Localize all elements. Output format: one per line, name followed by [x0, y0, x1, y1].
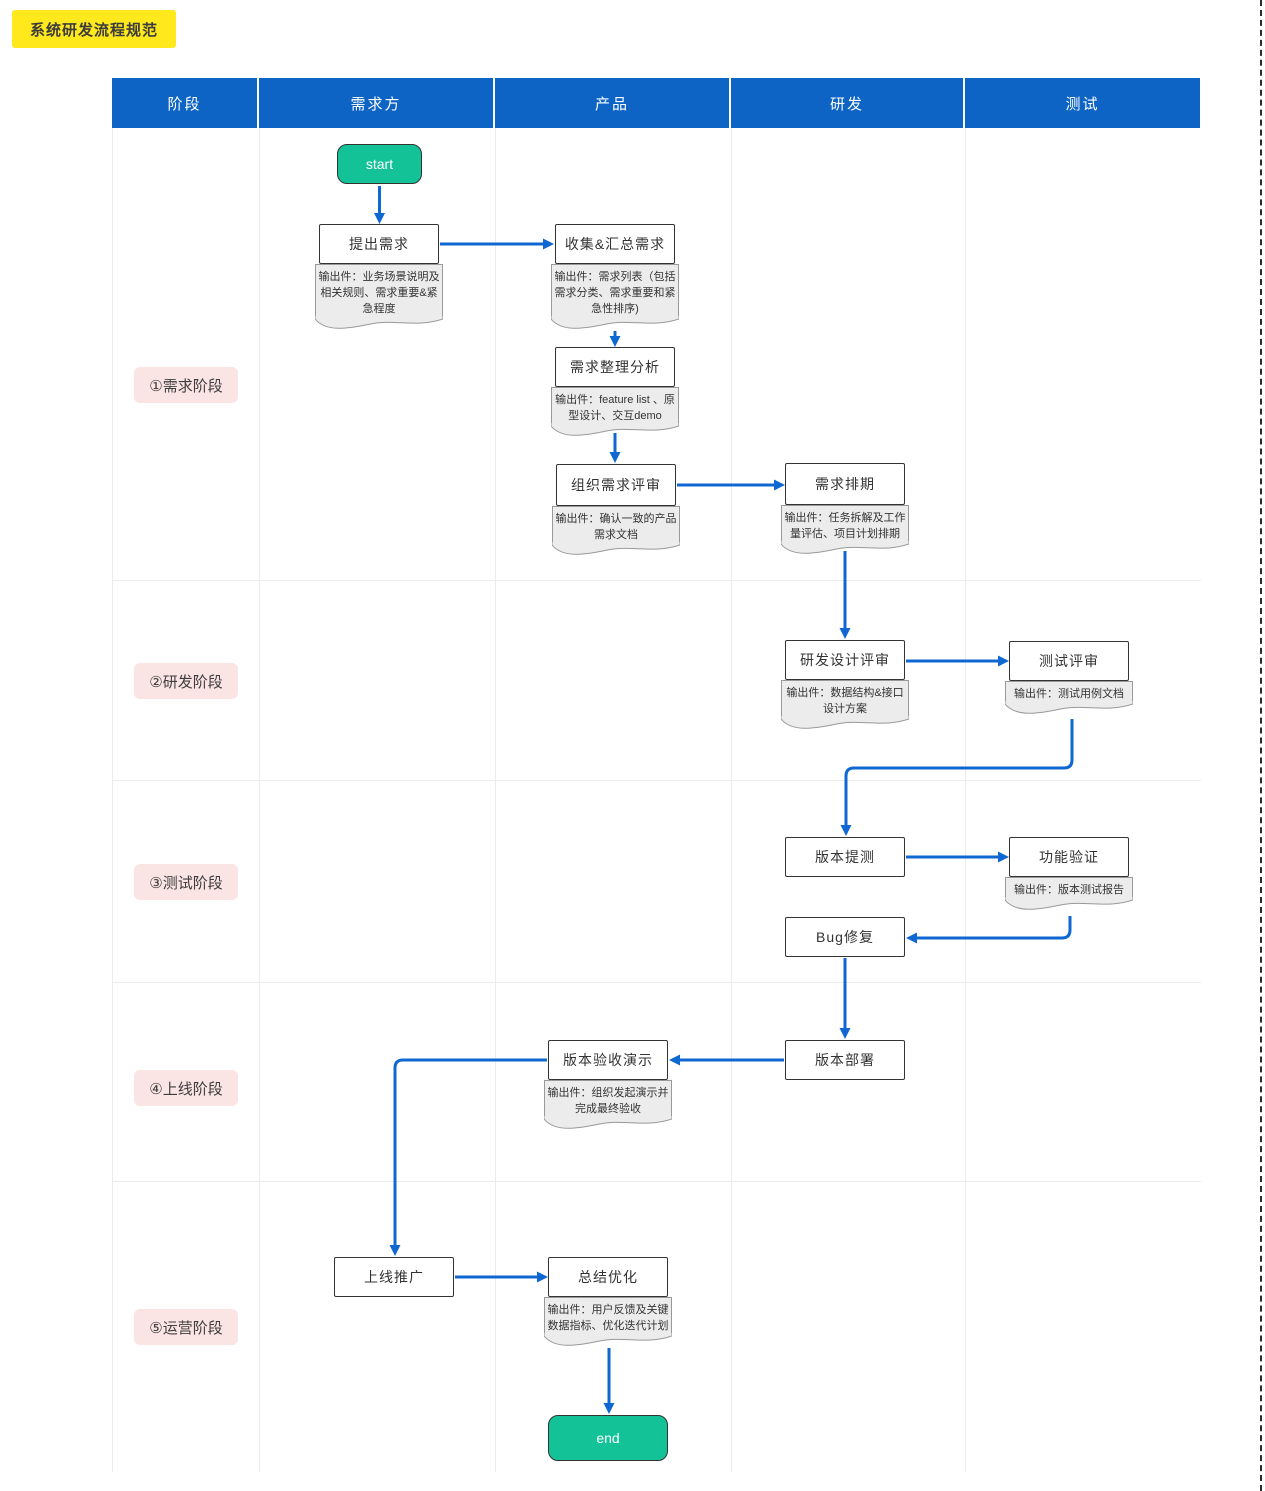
node-requirement-review: 组织需求评审 输出件：确认一致的产品需求文档 [552, 464, 680, 558]
output-note-acceptance-demo: 输出件：组织发起演示并完成最终验收 [544, 1080, 672, 1132]
end-node[interactable]: end [548, 1415, 668, 1461]
flow-box-requirement-schedule[interactable]: 需求排期 [785, 463, 905, 505]
node-launch-promotion: 上线推广 [334, 1257, 454, 1297]
phase-label-launch: ④上线阶段 [134, 1070, 238, 1106]
node-acceptance-demo: 版本验收演示 输出件：组织发起演示并完成最终验收 [544, 1040, 672, 1132]
output-note-requirement-schedule: 输出件：任务拆解及工作量评估、项目计划排期 [781, 505, 909, 557]
note-wave-edge [1005, 897, 1133, 910]
phase-label-dev: ②研发阶段 [134, 663, 238, 699]
lane-header-requester: 需求方 [259, 78, 495, 128]
note-wave-edge [544, 1333, 672, 1346]
lane-header-product: 产品 [495, 78, 731, 128]
node-start: start [337, 144, 422, 184]
node-raise-requirement: 提出需求 输出件：业务场景说明及相关规则、需求重要&紧急程度 [315, 224, 443, 332]
output-note-analyze-requirements: 输出件：feature list 、原型设计、交互demo [551, 387, 679, 439]
flow-box-analyze-requirements[interactable]: 需求整理分析 [555, 347, 675, 387]
flow-box-bug-fix[interactable]: Bug修复 [785, 917, 905, 957]
node-version-deploy: 版本部署 [785, 1040, 905, 1080]
note-wave-edge [315, 316, 443, 329]
diagram-title: 系统研发流程规范 [12, 10, 177, 48]
start-node[interactable]: start [337, 144, 422, 184]
node-version-submit: 版本提测 [785, 837, 905, 877]
flow-box-version-deploy[interactable]: 版本部署 [785, 1040, 905, 1080]
note-wave-edge [1005, 701, 1133, 714]
lane-header-test: 测试 [965, 78, 1200, 128]
node-requirement-schedule: 需求排期 输出件：任务拆解及工作量评估、项目计划排期 [781, 463, 909, 557]
note-wave-edge [781, 541, 909, 554]
flow-box-collect-requirements[interactable]: 收集&汇总需求 [555, 224, 675, 264]
phase-label-requirement: ①需求阶段 [134, 367, 238, 403]
flow-box-launch-promotion[interactable]: 上线推广 [334, 1257, 454, 1297]
lane-header-phase: 阶段 [112, 78, 259, 128]
output-note-summary-optimize: 输出件：用户反馈及关键数据指标、优化迭代计划 [544, 1297, 672, 1349]
lane-header-dev: 研发 [731, 78, 965, 128]
node-summary-optimize: 总结优化 输出件：用户反馈及关键数据指标、优化迭代计划 [544, 1257, 672, 1349]
flow-box-acceptance-demo[interactable]: 版本验收演示 [548, 1040, 668, 1080]
node-function-verify: 功能验证 输出件：版本测试报告 [1005, 837, 1133, 913]
output-note-function-verify: 输出件：版本测试报告 [1005, 877, 1133, 913]
flow-box-version-submit[interactable]: 版本提测 [785, 837, 905, 877]
output-note-collect-requirements: 输出件：需求列表（包括需求分类、需求重要和紧急性排序) [551, 264, 679, 332]
node-end: end [548, 1415, 668, 1461]
node-collect-requirements: 收集&汇总需求 输出件：需求列表（包括需求分类、需求重要和紧急性排序) [551, 224, 679, 332]
page-break-line [1260, 0, 1262, 1491]
flow-box-test-review[interactable]: 测试评审 [1009, 641, 1129, 681]
flow-box-dev-design-review[interactable]: 研发设计评审 [785, 640, 905, 680]
phase-label-operation: ⑤运营阶段 [134, 1309, 238, 1345]
node-dev-design-review: 研发设计评审 输出件：数据结构&接口设计方案 [781, 640, 909, 732]
note-wave-edge [552, 542, 680, 555]
flow-box-raise-requirement[interactable]: 提出需求 [319, 224, 439, 264]
flow-box-summary-optimize[interactable]: 总结优化 [548, 1257, 668, 1297]
node-test-review: 测试评审 输出件：测试用例文档 [1005, 641, 1133, 717]
phase-label-test: ③测试阶段 [134, 864, 238, 900]
node-bug-fix: Bug修复 [785, 917, 905, 957]
output-note-requirement-review: 输出件：确认一致的产品需求文档 [552, 506, 680, 558]
output-note-dev-design-review: 输出件：数据结构&接口设计方案 [781, 680, 909, 732]
note-wave-edge [551, 423, 679, 436]
output-note-test-review: 输出件：测试用例文档 [1005, 681, 1133, 717]
flow-box-requirement-review[interactable]: 组织需求评审 [556, 464, 676, 506]
note-wave-edge [551, 316, 679, 329]
note-wave-edge [544, 1116, 672, 1129]
output-note-raise-requirement: 输出件：业务场景说明及相关规则、需求重要&紧急程度 [315, 264, 443, 332]
flow-box-function-verify[interactable]: 功能验证 [1009, 837, 1129, 877]
note-wave-edge [781, 716, 909, 729]
node-analyze-requirements: 需求整理分析 输出件：feature list 、原型设计、交互demo [551, 347, 679, 439]
